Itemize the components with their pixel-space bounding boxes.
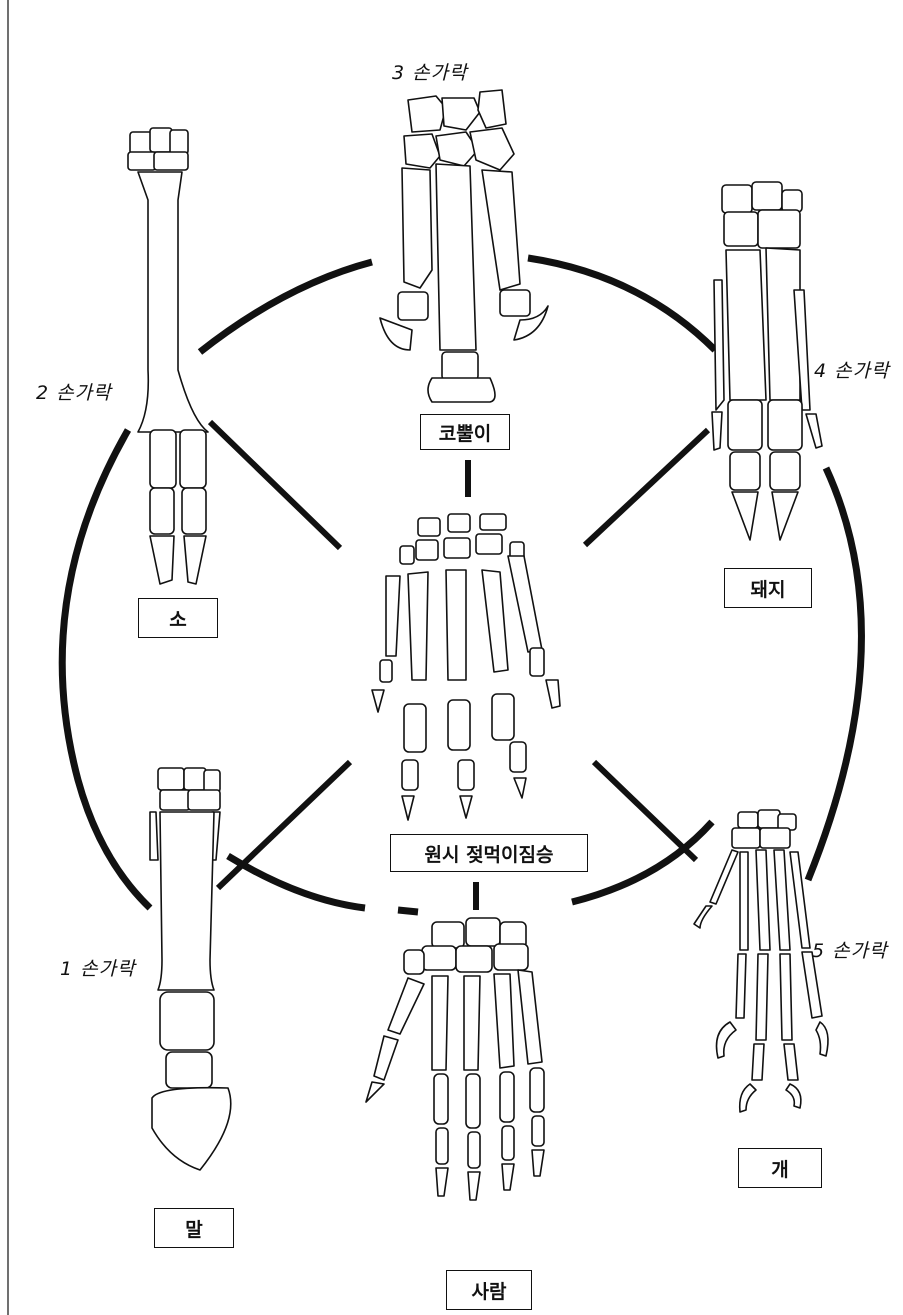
- digit-label-three: 3 손가락: [392, 58, 468, 85]
- digit-label-five: 5 손가락: [812, 936, 888, 963]
- label-pig: 돼지: [724, 568, 812, 608]
- spoke-pig: [585, 430, 708, 545]
- label-horse: 말: [154, 1208, 234, 1248]
- ancestor-bones: [372, 514, 560, 820]
- spoke-dog: [594, 762, 696, 860]
- arc-top-right: [528, 258, 715, 350]
- label-human: 사람: [446, 1270, 532, 1310]
- pig-bones: [712, 182, 822, 540]
- arc-right: [808, 468, 861, 880]
- dog-bones: [694, 810, 828, 1112]
- digit-label-two: 2 손가락: [36, 378, 112, 405]
- label-dog: 개: [738, 1148, 822, 1188]
- horse-bones: [150, 768, 231, 1170]
- digit-label-four: 4 손가락: [814, 356, 890, 383]
- digit-label-one: 1 손가락: [60, 954, 136, 981]
- label-tapir: 코뿔이: [420, 414, 510, 450]
- spoke-cow: [210, 422, 340, 548]
- label-cow: 소: [138, 598, 218, 638]
- arc-top-left: [200, 262, 372, 352]
- arc-lower-left: [228, 856, 365, 908]
- label-ancestor: 원시 젖먹이짐승: [390, 834, 588, 872]
- arc-bottom-stub: [398, 910, 418, 912]
- arc-lower-right: [572, 822, 712, 902]
- spoke-horse: [218, 762, 350, 888]
- cow-bones: [128, 128, 208, 584]
- human-bones: [366, 918, 544, 1200]
- tapir-bones: [380, 90, 548, 402]
- arc-left: [62, 430, 150, 908]
